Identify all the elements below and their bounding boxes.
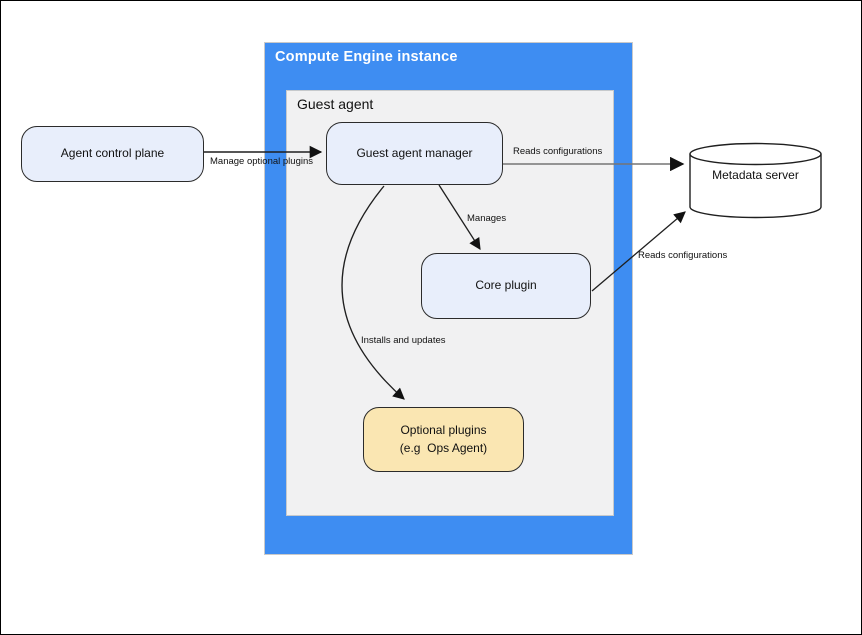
compute-engine-instance-title: Compute Engine instance — [275, 49, 458, 65]
edge-label-reads-configurations-manager: Reads configurations — [513, 146, 603, 157]
node-core-plugin: Core plugin — [421, 253, 591, 319]
edge-label-manage-optional-plugins: Manage optional plugins — [210, 156, 313, 167]
node-optional-plugins: Optional plugins (e.g Ops Agent) — [363, 407, 524, 472]
agent-control-plane-label: Agent control plane — [60, 146, 165, 161]
node-guest-agent-manager: Guest agent manager — [326, 122, 503, 185]
guest-agent-title: Guest agent — [297, 96, 374, 112]
edge-label-installs-and-updates: Installs and updates — [361, 335, 446, 346]
edge-label-manages: Manages — [467, 213, 507, 224]
core-plugin-label: Core plugin — [475, 278, 537, 293]
node-agent-control-plane: Agent control plane — [21, 126, 204, 182]
guest-agent-manager-label: Guest agent manager — [356, 145, 473, 160]
edge-label-reads-configurations-core: Reads configurations — [638, 250, 728, 261]
metadata-server-label: Metadata server — [712, 168, 799, 182]
optional-plugins-label: Optional plugins (e.g Ops Agent) — [399, 423, 488, 455]
